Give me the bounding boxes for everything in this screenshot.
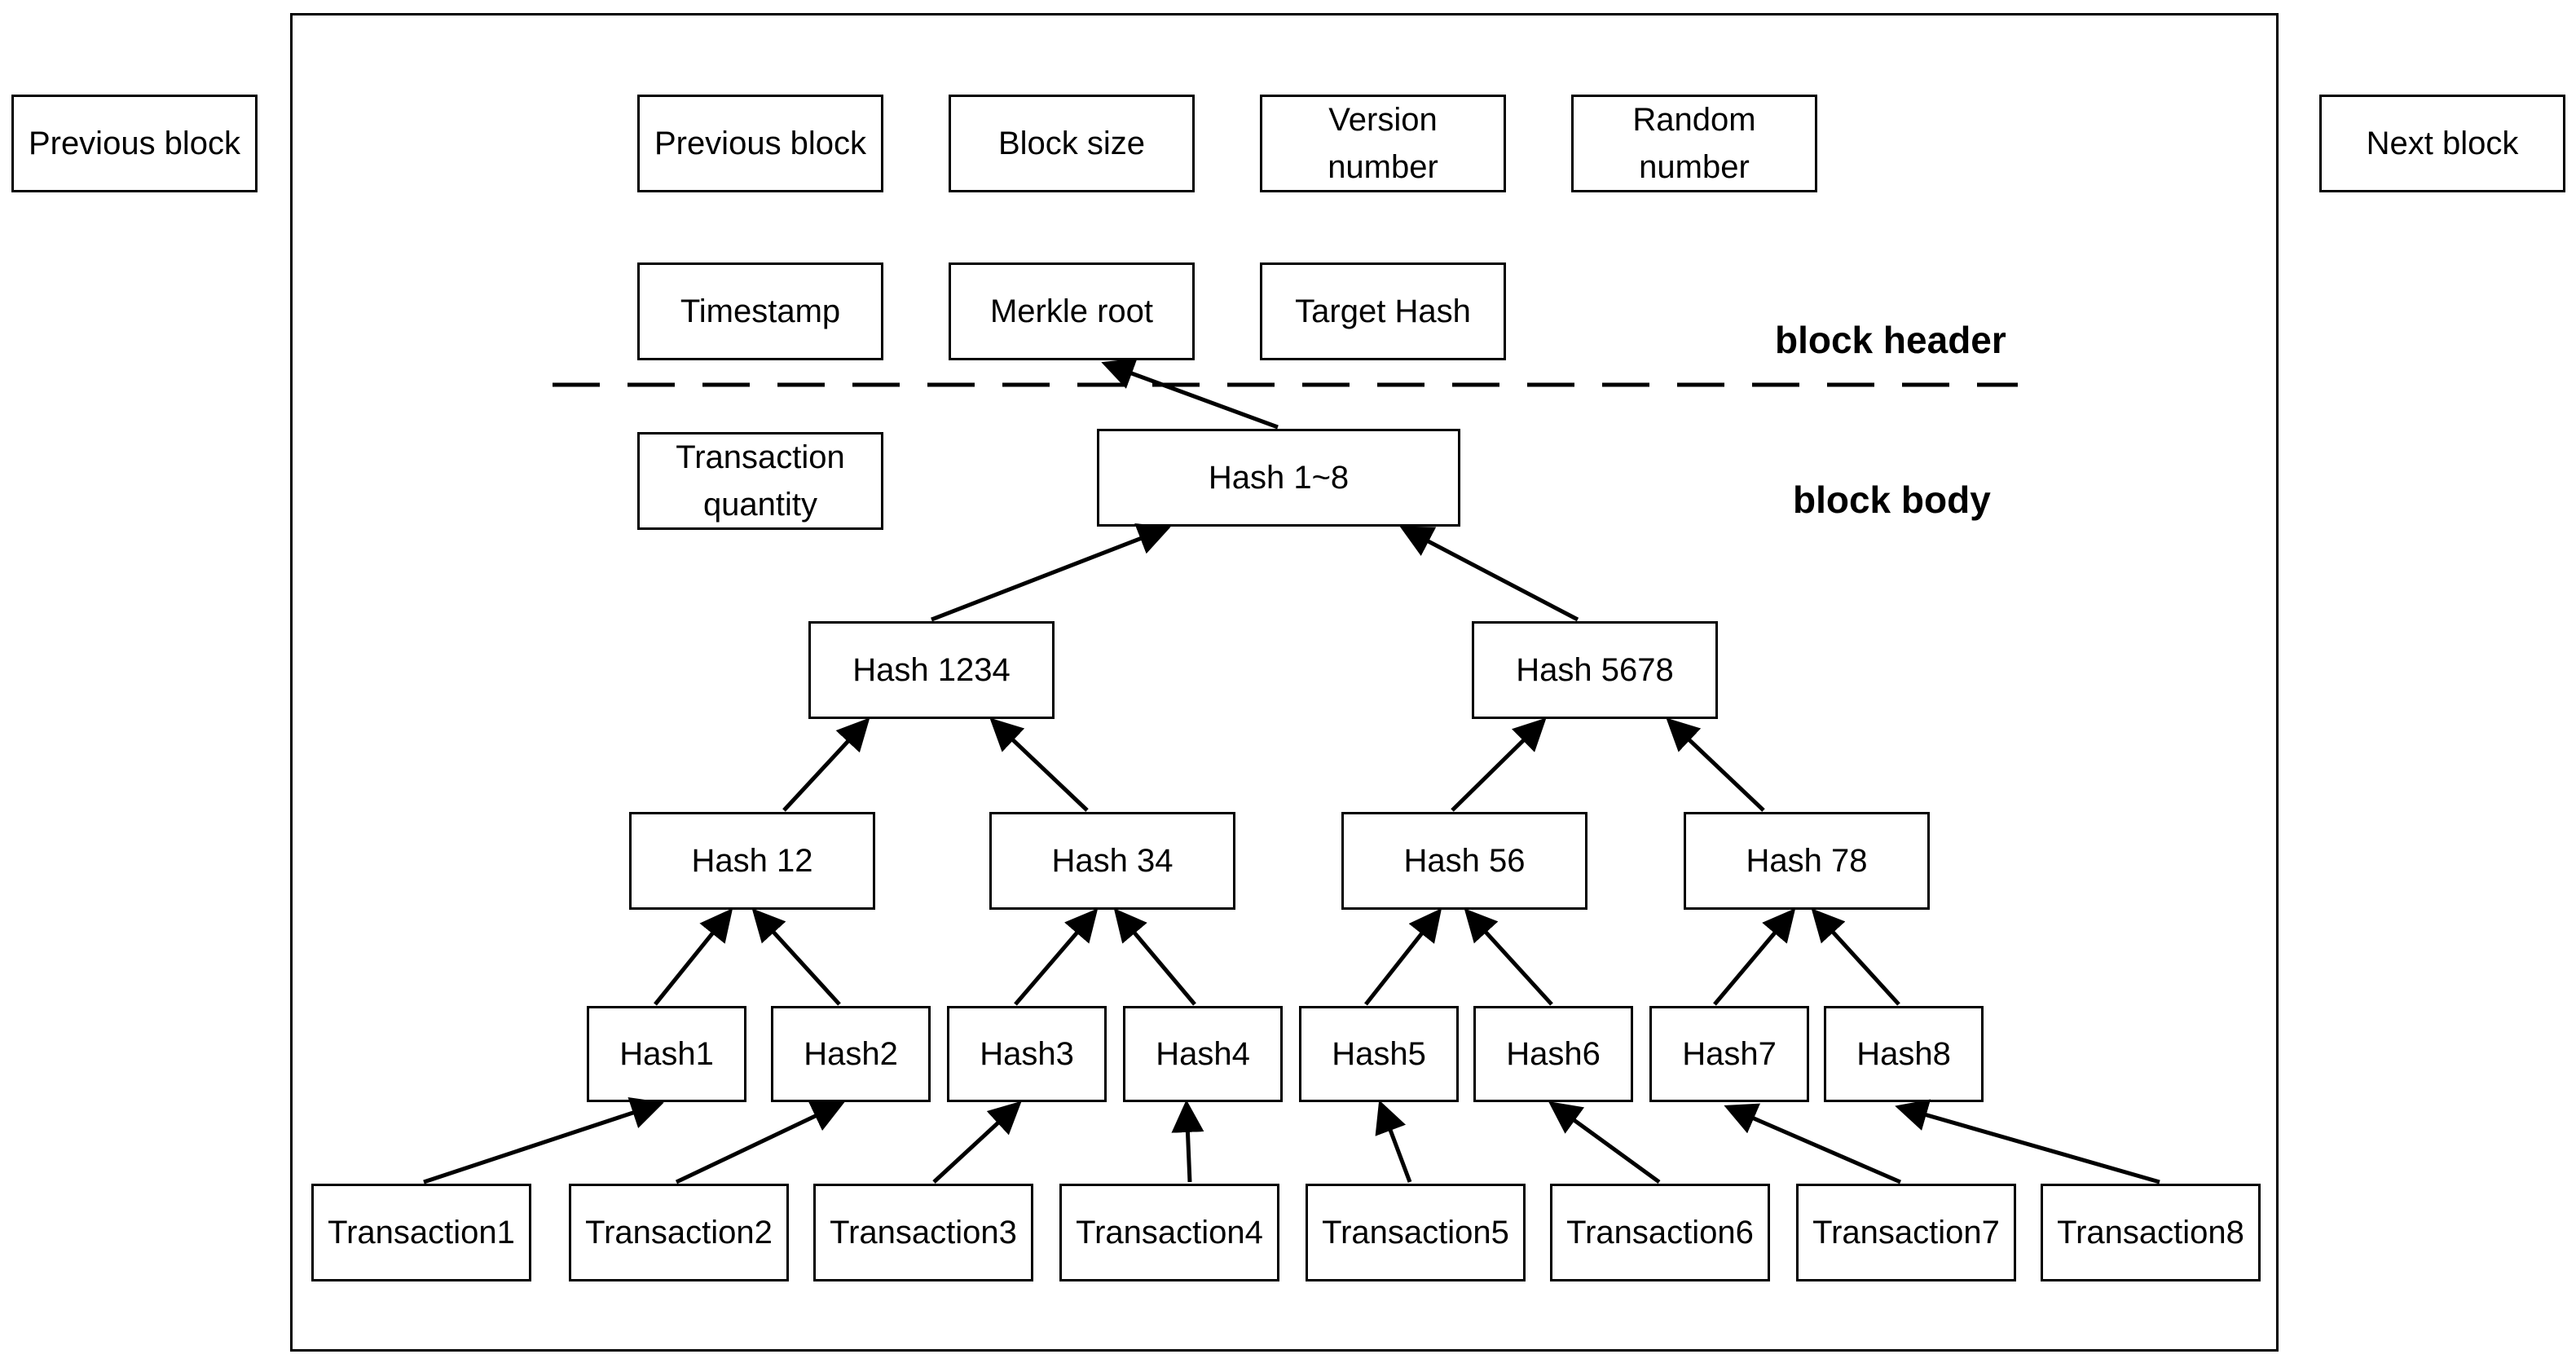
arrow-tx8-to-hash8 bbox=[1895, 1099, 2160, 1184]
merkle-root-hash-node: Hash 1~8 bbox=[1097, 429, 1460, 527]
arrow-1234-to-root bbox=[931, 523, 1171, 622]
arrow-5678-to-root bbox=[1399, 526, 1579, 622]
arrow-tx5-to-hash5 bbox=[1375, 1100, 1412, 1183]
arrow-56-to-5678 bbox=[1451, 717, 1547, 812]
arrow-78-to-5678 bbox=[1666, 717, 1765, 812]
hash-78-node: Hash 78 bbox=[1684, 812, 1930, 910]
next-block-box: Next block bbox=[2319, 95, 2565, 192]
hash-34-node: Hash 34 bbox=[989, 812, 1235, 910]
arrow-hash1-to-12 bbox=[654, 908, 733, 1006]
arrow-12-to-1234 bbox=[782, 717, 870, 812]
transaction5-box: Transaction5 bbox=[1306, 1184, 1526, 1281]
transaction2-box: Transaction2 bbox=[569, 1184, 789, 1281]
header-field-version-number: Version number bbox=[1260, 95, 1506, 192]
header-field-previous-block: Previous block bbox=[637, 95, 883, 192]
hash-5678-node: Hash 5678 bbox=[1472, 621, 1718, 719]
hash7-node: Hash7 bbox=[1649, 1006, 1809, 1102]
transaction4-box: Transaction4 bbox=[1059, 1184, 1279, 1281]
arrow-hash6-to-56 bbox=[1464, 908, 1553, 1006]
transaction8-box: Transaction8 bbox=[2041, 1184, 2261, 1281]
hash-1234-node: Hash 1234 bbox=[808, 621, 1055, 719]
header-field-target-hash: Target Hash bbox=[1260, 262, 1506, 360]
arrow-hash4-to-34 bbox=[1113, 908, 1196, 1006]
hash8-node: Hash8 bbox=[1824, 1006, 1984, 1102]
arrow-tx7-to-hash7 bbox=[1724, 1103, 1901, 1184]
arrow-hash5-to-56 bbox=[1364, 908, 1442, 1006]
arrow-tx6-to-hash6 bbox=[1548, 1101, 1661, 1184]
hash3-node: Hash3 bbox=[947, 1006, 1107, 1102]
header-field-timestamp: Timestamp bbox=[637, 262, 883, 360]
transaction3-box: Transaction3 bbox=[813, 1184, 1033, 1281]
arrow-tx1-to-hash1 bbox=[423, 1097, 664, 1184]
arrow-tx2-to-hash2 bbox=[675, 1101, 845, 1184]
arrow-hash2-to-12 bbox=[751, 908, 841, 1006]
block-body-label: block body bbox=[1793, 479, 1991, 521]
transaction7-box: Transaction7 bbox=[1796, 1184, 2016, 1281]
arrow-hash7-to-78 bbox=[1713, 908, 1796, 1006]
header-field-block-size: Block size bbox=[949, 95, 1195, 192]
block-header-label: block header bbox=[1775, 319, 2006, 361]
transaction-quantity-box: Transaction quantity bbox=[637, 432, 883, 530]
header-field-random-number: Random number bbox=[1571, 95, 1817, 192]
arrow-hash3-to-34 bbox=[1014, 908, 1099, 1006]
hash2-node: Hash2 bbox=[771, 1006, 931, 1102]
arrow-root-to-merkle-root bbox=[1101, 358, 1279, 430]
header-field-merkle-root: Merkle root bbox=[949, 262, 1195, 360]
hash6-node: Hash6 bbox=[1473, 1006, 1633, 1102]
previous-block-box: Previous block bbox=[11, 95, 258, 192]
arrow-tx4-to-hash4 bbox=[1171, 1100, 1204, 1183]
block-frame bbox=[290, 13, 2279, 1352]
arrow-34-to-1234 bbox=[989, 717, 1089, 812]
transaction6-box: Transaction6 bbox=[1550, 1184, 1770, 1281]
transaction1-box: Transaction1 bbox=[311, 1184, 531, 1281]
arrow-hash8-to-78 bbox=[1811, 908, 1900, 1006]
hash1-node: Hash1 bbox=[587, 1006, 746, 1102]
arrow-tx3-to-hash3 bbox=[932, 1101, 1022, 1184]
